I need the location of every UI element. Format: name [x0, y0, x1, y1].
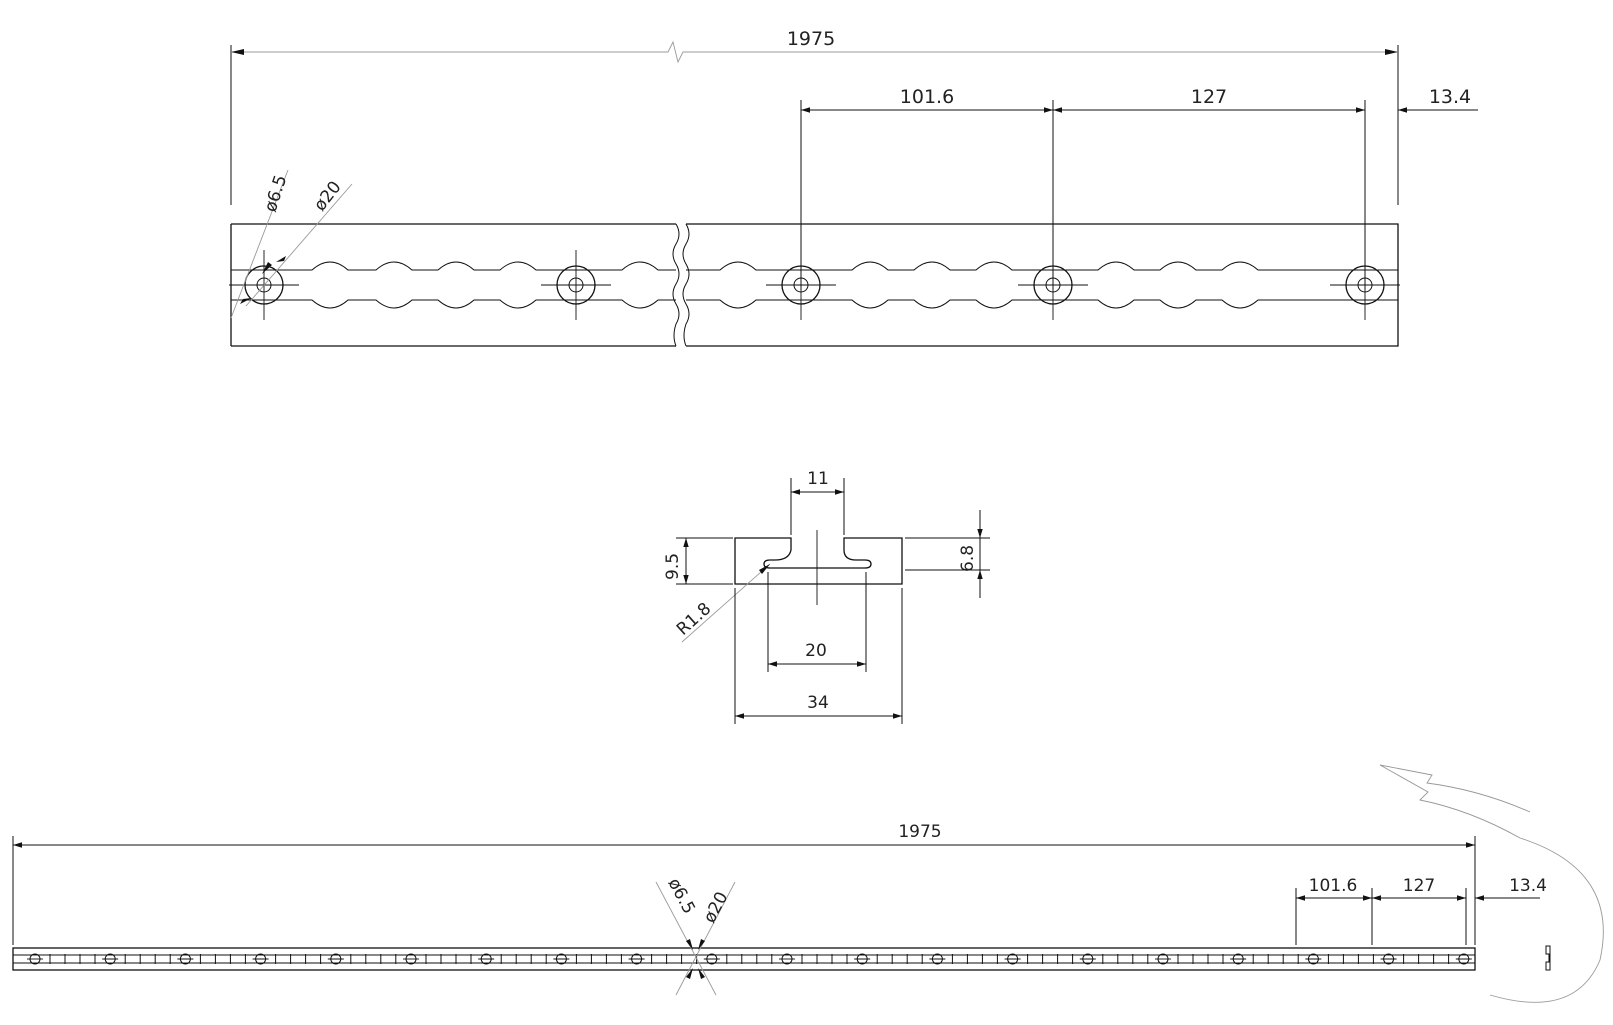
callout-arrow: [1379, 764, 1531, 839]
full-overall-length-label: 1975: [898, 822, 941, 842]
top-hole-diameter-label: ø6.5: [261, 173, 292, 215]
slot-edge-top: [686, 261, 1398, 271]
top-view: 1975 101.6 127 13.4 ø6.5 ø20: [229, 28, 1478, 347]
full-end-offset-label: 13.4: [1509, 876, 1547, 896]
full-pitch-2-label: 127: [1403, 876, 1435, 896]
lip-height-label: 6.8: [958, 545, 978, 572]
slot-edge-bottom: [231, 299, 676, 309]
inner-width-label: 20: [805, 641, 827, 661]
boss-diameter-leader: [245, 183, 353, 307]
full-boss-diameter-leader: [675, 881, 736, 996]
break-line-left: [672, 223, 680, 347]
top-overall-length-label: 1975: [787, 28, 835, 50]
full-hole-diameter-leader: [655, 881, 717, 996]
break-line-right: [682, 223, 690, 347]
overall-height-label: 9.5: [663, 553, 683, 580]
slot-edge-bottom: [686, 299, 1398, 309]
section-view: 11 9.5 6.8 R1.8 20 34: [663, 469, 990, 724]
rail-cross-section: [734, 537, 903, 585]
overall-length-dimension-line: [231, 40, 1398, 64]
hole-diameter-leader: [230, 169, 289, 319]
slot-profile: [231, 261, 1398, 309]
fillet-radius-label: R1.8: [673, 599, 715, 640]
full-pitch-1-label: 101.6: [1309, 876, 1358, 896]
fillet-leader: [681, 563, 771, 643]
full-rail-holes: [27, 953, 1472, 965]
full-length-view: 1975 101.6 127 13.4 ø6.5 ø20: [12, 764, 1604, 1003]
full-rail-outline: [12, 947, 1476, 971]
end-profile-detail: [1545, 945, 1551, 971]
top-pitch-2-label: 127: [1191, 86, 1227, 108]
mounting-holes: [229, 250, 1400, 320]
full-hole-diameter-label: ø6.5: [664, 875, 699, 917]
top-end-offset-label: 13.4: [1429, 86, 1471, 108]
slot-edge-top: [231, 261, 676, 271]
overall-width-label: 34: [807, 693, 829, 713]
callout-circle: [1489, 837, 1604, 1003]
full-boss-diameter-label: ø20: [700, 889, 733, 927]
slot-opening-label: 11: [807, 469, 829, 489]
top-boss-diameter-label: ø20: [310, 178, 345, 216]
top-pitch-1-label: 101.6: [900, 86, 954, 108]
